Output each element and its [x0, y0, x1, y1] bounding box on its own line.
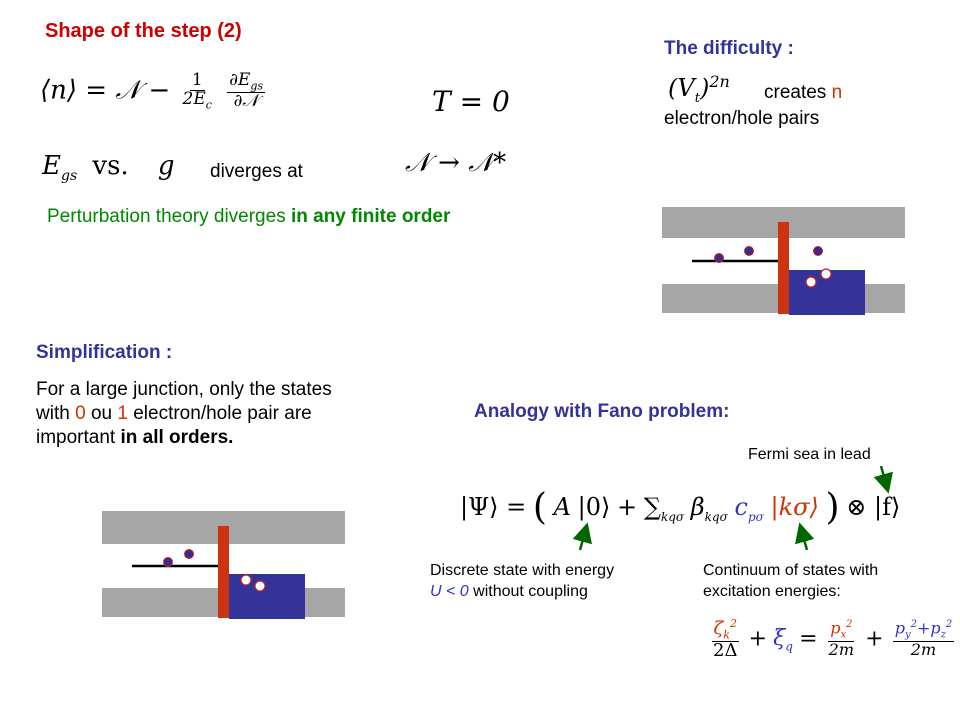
tunnel-barrier: [778, 222, 789, 314]
simplification-text: For a large junction, only the states wi…: [36, 379, 332, 448]
creates-text: creates n: [764, 82, 843, 103]
tunnel-barrier: [218, 526, 229, 618]
section-title-simplification: Simplification :: [36, 342, 173, 363]
arrow-continuum: [795, 522, 815, 551]
electron: [163, 557, 173, 567]
perturbation-statement: Perturbation theory diverges in any fini…: [47, 206, 451, 227]
electron: [813, 246, 823, 256]
equation-mean-n: ⟨n⟩ = 𝒩 − 1 2Ec ∂Egs ∂𝒩: [40, 70, 266, 112]
arrow-fermi-sea: [873, 466, 893, 494]
electron-hole-pairs-text: electron/hole pairs: [664, 108, 820, 129]
fermi-sea: [229, 574, 305, 619]
wavefunction-equation: |Ψ⟩ = ( A |0⟩ + ∑kqσ βkqσ cpσ |kσ⟩ ) ⊗ |…: [460, 487, 901, 528]
fermi-sea-label: Fermi sea in lead: [748, 446, 871, 463]
annotation-arrows: [572, 466, 893, 551]
equation-egs-vs-g: Egs vs. g: [42, 151, 175, 185]
hole: [254, 580, 266, 592]
junction-diagram-many-pairs: [662, 207, 905, 315]
equation-temperature: T = 0: [432, 85, 510, 118]
discrete-state-label: Discrete state with energy U < 0 without…: [430, 562, 615, 600]
electron: [184, 549, 194, 559]
diverges-at-text: diverges at: [210, 161, 303, 182]
eq-n-lhs: ⟨n⟩ = 𝒩 −: [40, 75, 171, 106]
continuum-label: Continuum of states with excitation ener…: [703, 562, 879, 600]
section-title-difficulty: The difficulty :: [664, 38, 794, 59]
section-title-shape: Shape of the step (2): [45, 20, 242, 42]
electron: [714, 253, 724, 263]
equation-vt-power: (Vt)2n: [668, 72, 730, 106]
equation-limit: 𝒩 → 𝒩*: [405, 148, 507, 178]
junction-diagram-single-pair: [102, 511, 345, 619]
arrow-discrete-state: [572, 522, 592, 551]
excitation-energy-equation: ζk2 2Δ + ξq = px2 2m + py2+pz2 2m: [711, 617, 955, 662]
section-title-fano: Analogy with Fano problem:: [474, 401, 730, 422]
electron: [744, 246, 754, 256]
hole: [820, 268, 832, 280]
hole: [240, 574, 252, 586]
hole: [805, 276, 817, 288]
